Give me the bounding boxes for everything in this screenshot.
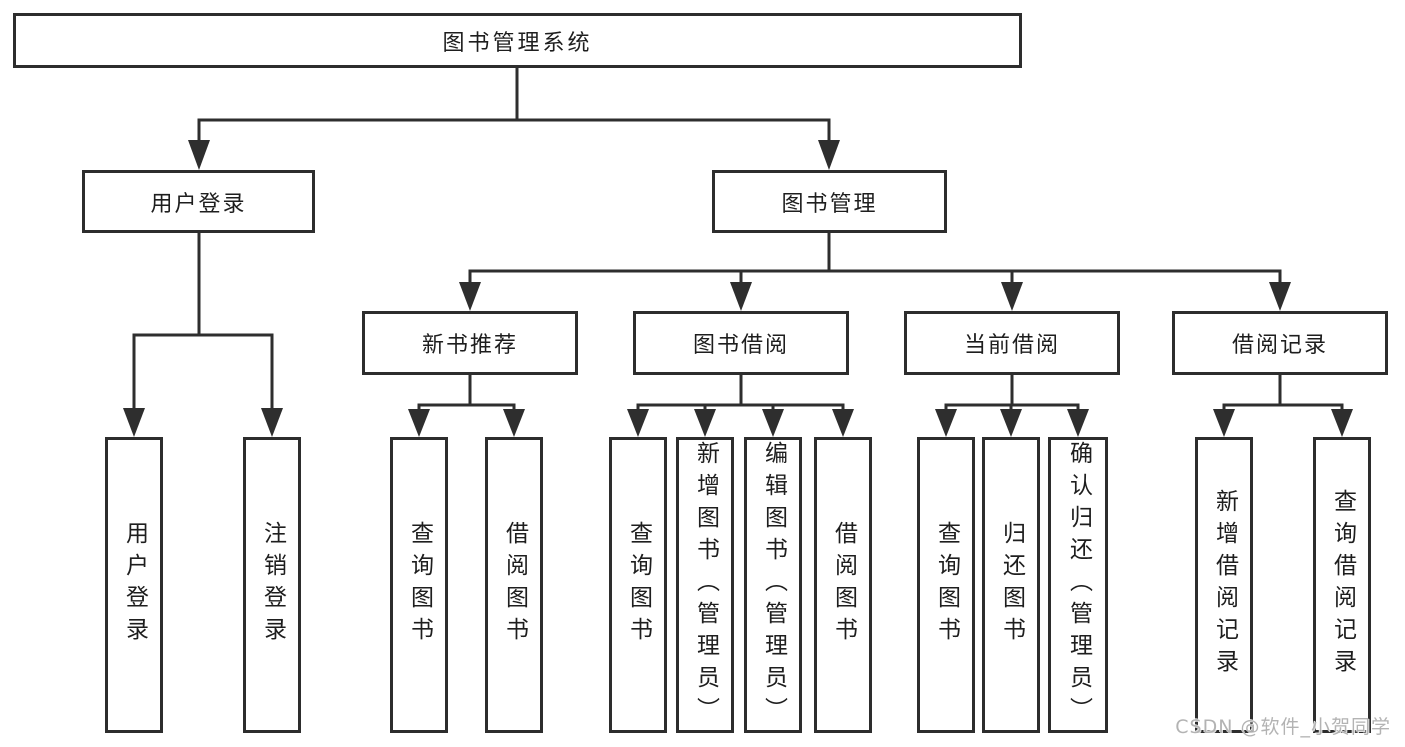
connector-user-login-to-leaves bbox=[123, 231, 283, 437]
connector-book-management-to-level3 bbox=[459, 231, 1291, 311]
arrowhead-icon bbox=[1000, 409, 1022, 437]
node-root: 图书管理系统 bbox=[13, 13, 1022, 68]
leaf-add-borrow-record: 新增借阅记录 bbox=[1195, 437, 1253, 733]
node-user-login: 用户登录 bbox=[82, 170, 315, 233]
arrowhead-icon bbox=[1331, 409, 1353, 437]
arrowhead-icon bbox=[1001, 282, 1023, 311]
node-book-management: 图书管理 bbox=[712, 170, 947, 233]
arrowhead-icon bbox=[1269, 282, 1291, 311]
leaf-query-books-borrow: 查询图书 bbox=[609, 437, 667, 733]
arrowhead-icon bbox=[503, 409, 525, 437]
leaf-logout: 注销登录 bbox=[243, 437, 301, 733]
connector-new-book-recommend-to-leaves bbox=[408, 373, 525, 437]
leaf-borrow-books-recommend: 借阅图书 bbox=[485, 437, 543, 733]
leaf-add-book-admin: 新增图书（管理员） bbox=[676, 437, 734, 733]
connector-root-to-level2 bbox=[188, 66, 840, 170]
leaf-user-login: 用户登录 bbox=[105, 437, 163, 733]
node-new-book-recommend: 新书推荐 bbox=[362, 311, 578, 375]
arrowhead-icon bbox=[935, 409, 957, 437]
node-book-borrow: 图书借阅 bbox=[633, 311, 849, 375]
connector-book-borrow-to-leaves bbox=[627, 373, 854, 437]
arrowhead-icon bbox=[408, 409, 430, 437]
arrowhead-icon bbox=[123, 408, 145, 437]
arrowhead-icon bbox=[1213, 409, 1235, 437]
connector-current-borrow-to-leaves bbox=[935, 373, 1089, 437]
arrowhead-icon bbox=[818, 140, 840, 170]
leaf-query-books-current: 查询图书 bbox=[917, 437, 975, 733]
arrowhead-icon bbox=[832, 409, 854, 437]
leaf-edit-book-admin: 编辑图书（管理员） bbox=[744, 437, 802, 733]
leaf-return-books: 归还图书 bbox=[982, 437, 1040, 733]
arrowhead-icon bbox=[627, 409, 649, 437]
connector-borrow-records-to-leaves bbox=[1213, 373, 1353, 437]
watermark: CSDN @软件_小贺同学 bbox=[1175, 716, 1391, 738]
arrowhead-icon bbox=[459, 282, 481, 311]
leaf-query-borrow-record: 查询借阅记录 bbox=[1313, 437, 1371, 733]
arrowhead-icon bbox=[188, 140, 210, 170]
arrowhead-icon bbox=[261, 408, 283, 437]
leaf-query-books-recommend: 查询图书 bbox=[390, 437, 448, 733]
arrowhead-icon bbox=[1067, 409, 1089, 437]
arrowhead-icon bbox=[762, 409, 784, 437]
leaf-confirm-return-admin: 确认归还（管理员） bbox=[1048, 437, 1108, 733]
arrowhead-icon bbox=[730, 282, 752, 311]
node-current-borrow: 当前借阅 bbox=[904, 311, 1120, 375]
leaf-borrow-books: 借阅图书 bbox=[814, 437, 872, 733]
node-borrow-records: 借阅记录 bbox=[1172, 311, 1388, 375]
arrowhead-icon bbox=[694, 409, 716, 437]
